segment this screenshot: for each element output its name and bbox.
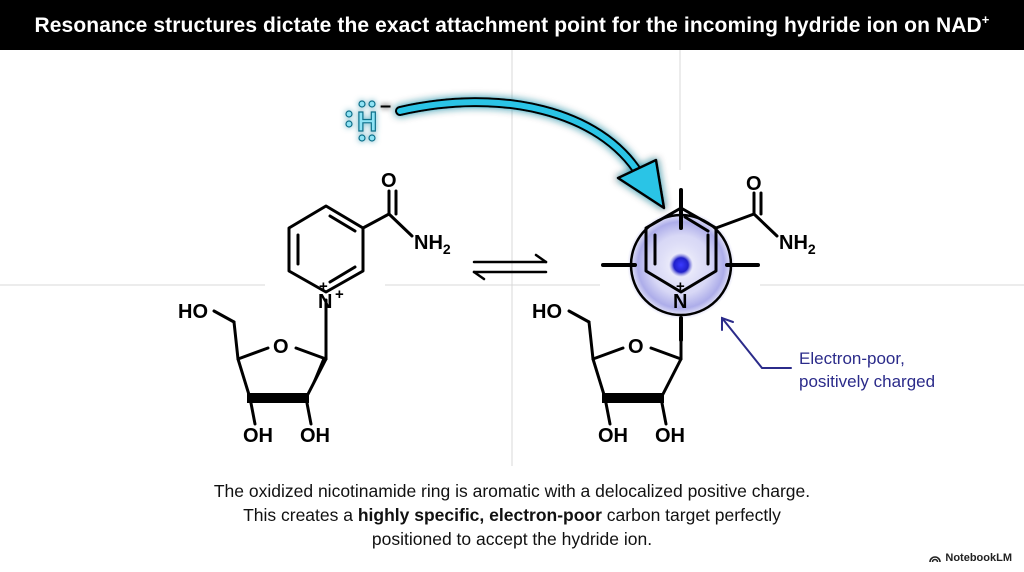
brand-badge: NotebookLM [929, 552, 1012, 564]
left-ring-n-label: N [318, 291, 332, 313]
background-grid [0, 50, 1024, 466]
right-ring-charge: + [676, 278, 685, 295]
delocalized-charge-dot [669, 253, 693, 277]
left-ring-charge-top: + [319, 278, 328, 295]
hydride-charge: – [380, 95, 391, 117]
left-sugar-wedge-right [306, 357, 326, 398]
left-sugar-o-label: O [273, 336, 289, 358]
reaction-diagram: O NH2 N + + O HO OH OH [0, 50, 1024, 466]
right-amide-o-label: O [746, 173, 762, 195]
title-text: Resonance structures dictate the exact a… [34, 14, 982, 37]
caption: The oxidized nicotinamide ring is aromat… [112, 479, 912, 551]
notebooklm-logo-icon [929, 556, 942, 563]
hydride-h-label: H [357, 106, 377, 137]
left-oh-right-label: OH [300, 425, 330, 447]
right-ring-n-label: N [673, 291, 687, 313]
right-sugar-bold-bond [602, 393, 664, 403]
right-oh-left-label: OH [598, 425, 628, 447]
hydride-attack-arrow [395, 97, 666, 210]
caption-line-3: positioned to accept the hydride ion. [371, 529, 653, 549]
caption-line-2-pre: This creates a [243, 505, 358, 525]
left-amide-o-label: O [381, 170, 397, 192]
equilibrium-arrows [472, 253, 548, 281]
right-molecule-labels: O NH2 + N O HO OH OH [532, 173, 816, 447]
left-oh-left-label: OH [243, 425, 273, 447]
annotation-line-1: Electron-poor, [799, 349, 905, 368]
left-ring-charge-right: + [335, 286, 344, 303]
left-ho-label: HO [178, 301, 208, 323]
left-sugar-bold-bond [247, 393, 309, 403]
right-oh-right-label: OH [655, 425, 685, 447]
hydride-ion: H – [345, 95, 391, 142]
caption-line-2-bold: highly specific, electron-poor [357, 505, 602, 525]
title-bar: Resonance structures dictate the exact a… [0, 0, 1024, 50]
title-superscript: + [981, 12, 990, 27]
hydride-electron-pairs [345, 100, 376, 142]
right-sugar-o-label: O [628, 336, 644, 358]
annotation-line-2: positively charged [799, 372, 935, 391]
caption-line-2: This creates a highly specific, electron… [112, 503, 912, 527]
left-molecule-labels: O NH2 N + + O HO OH OH [178, 170, 451, 447]
annotation-pointer [721, 316, 792, 369]
right-amide-n-label: NH2 [779, 232, 816, 257]
left-amide-n-label: NH2 [414, 232, 451, 257]
left-nad-molecule [212, 189, 414, 426]
right-nad-molecule [567, 191, 779, 426]
caption-line-1: The oxidized nicotinamide ring is aromat… [213, 481, 811, 501]
caption-line-2-post: carbon target perfectly [601, 505, 781, 525]
brand-name: NotebookLM [945, 552, 1012, 564]
page-title: Resonance structures dictate the exact a… [35, 12, 990, 38]
right-ho-label: HO [532, 301, 562, 323]
